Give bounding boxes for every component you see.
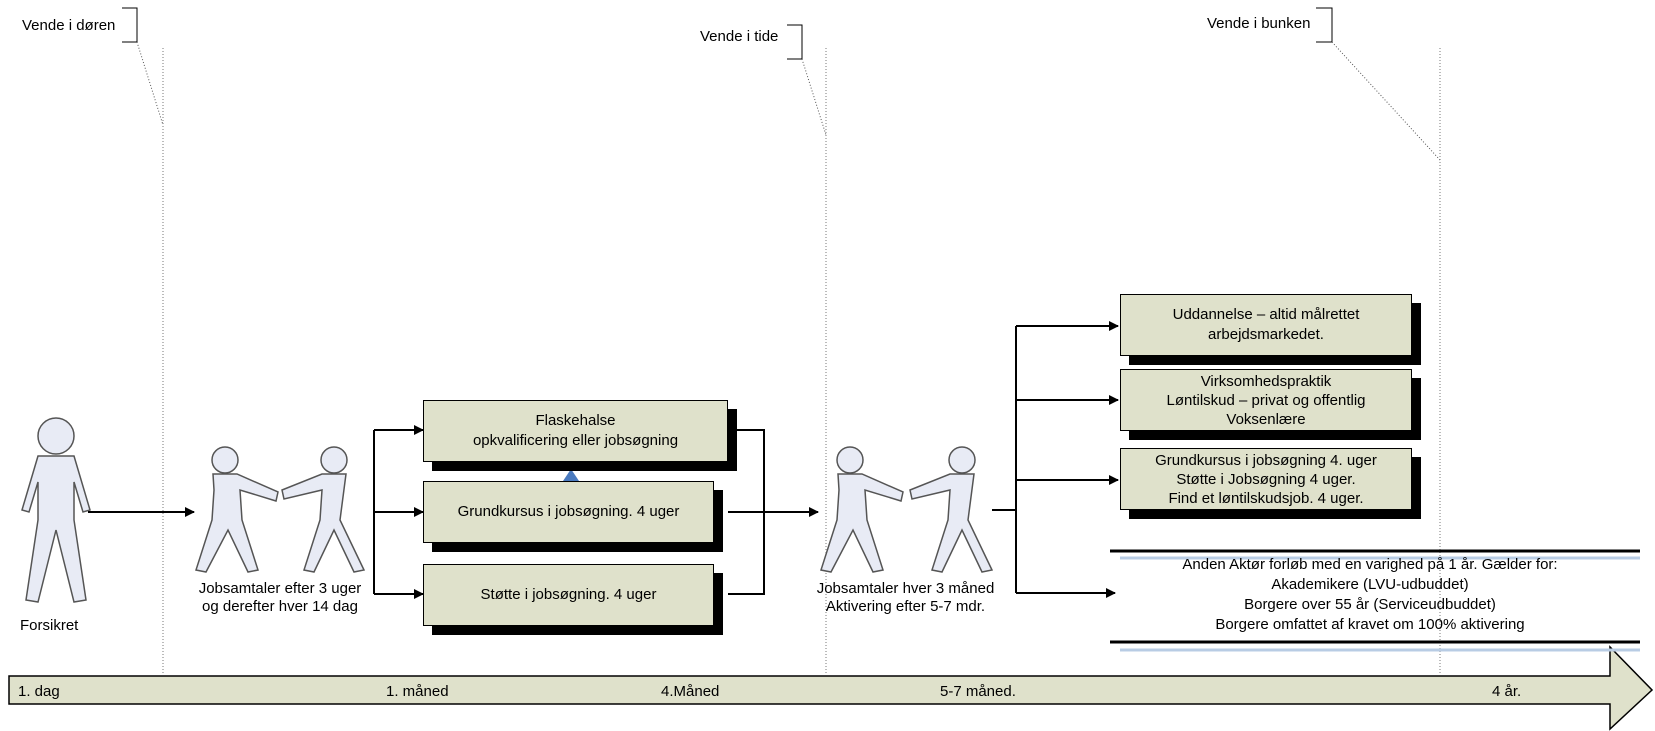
callout-leaders bbox=[136, 41, 1441, 161]
second-meeting-line-1: Jobsamtaler hver 3 måned bbox=[816, 580, 995, 597]
box-bottleneck-line-2: opkvalificering eller jobsøgning bbox=[472, 432, 679, 449]
box-bottleneck-line-1: Flaskehalse bbox=[535, 412, 616, 429]
phase-dividers bbox=[162, 48, 1441, 673]
box-job-search-line-2: Støtte i Jobsøgning 4 uger. bbox=[1176, 470, 1356, 488]
box-education-line-2: arbejdsmarkedet. bbox=[1208, 326, 1324, 343]
timeline-label-month5-7: 5-7 måned. bbox=[940, 683, 1016, 700]
meeting-figures-1 bbox=[195, 446, 366, 573]
callout-time: Vende i tide bbox=[700, 28, 779, 45]
box-education: Uddannelse – altid målrettet arbejdsmark… bbox=[1120, 294, 1412, 356]
other-actor-line-2: Akademikere (LVU-udbuddet) bbox=[1271, 576, 1469, 593]
box-job-search-line-1: Grundkursus i jobsøgning 4. uger bbox=[1155, 451, 1377, 469]
callout-door: Vende i døren bbox=[22, 17, 116, 34]
other-actor-text: Anden Aktør forløb med en varighed på 1 … bbox=[1110, 555, 1630, 635]
first-meeting-label: Jobsamtaler efter 3 uger og derefter hve… bbox=[185, 580, 375, 616]
insured-label: Forsikret bbox=[20, 617, 79, 634]
other-actor-rules bbox=[1110, 549, 1640, 652]
box-basic-course-line-1: Grundkursus i jobsøgning. 4 uger bbox=[457, 503, 680, 520]
insured-person-figure bbox=[21, 417, 91, 603]
first-meeting-line-1: Jobsamtaler efter 3 uger bbox=[198, 580, 362, 597]
box-education-line-1: Uddannelse – altid målrettet bbox=[1172, 306, 1360, 323]
meeting-figures-2 bbox=[820, 446, 994, 573]
first-meeting-line-2: og derefter hver 14 dag bbox=[202, 598, 358, 615]
box-search-support-line-1: Støtte i jobsøgning. 4 uger bbox=[480, 586, 657, 603]
other-actor-line-4: Borgere omfattet af kravet om 100% aktiv… bbox=[1215, 616, 1525, 633]
callout-pile: Vende i bunken bbox=[1207, 15, 1311, 32]
timeline-arrow bbox=[8, 645, 1654, 731]
box-basic-course: Grundkursus i jobsøgning. 4 uger bbox=[423, 481, 714, 543]
box-internship-line-1: Virksomhedspraktik bbox=[1200, 372, 1332, 390]
timeline-label-year4: 4 år. bbox=[1492, 683, 1522, 700]
timeline-label-day1: 1. dag bbox=[18, 683, 60, 700]
accent-up-arrow bbox=[563, 469, 579, 481]
callout-brackets bbox=[122, 7, 1333, 60]
box-internship: Virksomhedspraktik Løntilskud – privat o… bbox=[1120, 369, 1412, 431]
box-search-support: Støtte i jobsøgning. 4 uger bbox=[423, 564, 714, 626]
box-job-search: Grundkursus i jobsøgning 4. uger Støtte … bbox=[1120, 448, 1412, 510]
other-actor-line-1: Anden Aktør forløb med en varighed på 1 … bbox=[1182, 556, 1558, 573]
box-internship-line-2: Løntilskud – privat og offentlig bbox=[1166, 391, 1366, 409]
box-job-search-line-3: Find et løntilskudsjob. 4 uger. bbox=[1168, 489, 1364, 507]
timeline-label-month4: 4.Måned bbox=[661, 683, 720, 700]
second-meeting-line-2: Aktivering efter 5-7 mdr. bbox=[825, 598, 986, 615]
box-internship-line-3: Voksenlære bbox=[1226, 410, 1306, 428]
timeline-label-month1: 1. måned bbox=[386, 683, 449, 700]
box-bottleneck: Flaskehalse opkvalificering eller jobsøg… bbox=[423, 400, 728, 462]
second-meeting-label: Jobsamtaler hver 3 måned Aktivering efte… bbox=[798, 580, 1013, 616]
other-actor-line-3: Borgere over 55 år (Serviceudbuddet) bbox=[1244, 596, 1496, 613]
flow-connectors bbox=[88, 321, 1119, 599]
